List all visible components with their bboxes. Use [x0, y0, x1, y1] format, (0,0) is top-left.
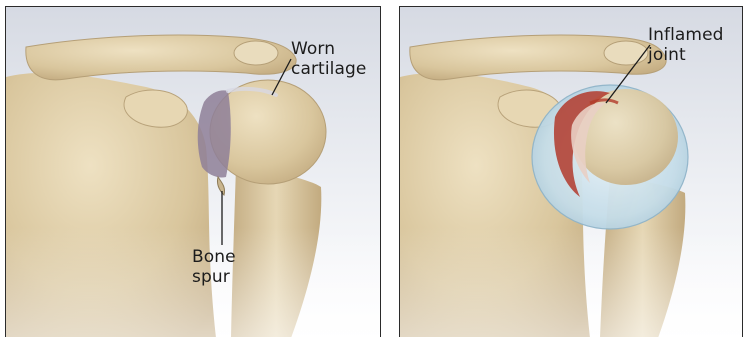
- label-bone-spur: Bone spur: [192, 247, 236, 287]
- panel-inflammation: Inflamed joint: [399, 6, 743, 337]
- label-inflamed-joint: Inflamed joint: [648, 25, 724, 65]
- panel-osteoarthritis: Worn cartilage Bone spur: [5, 6, 381, 337]
- label-worn-cartilage: Worn cartilage: [291, 39, 366, 79]
